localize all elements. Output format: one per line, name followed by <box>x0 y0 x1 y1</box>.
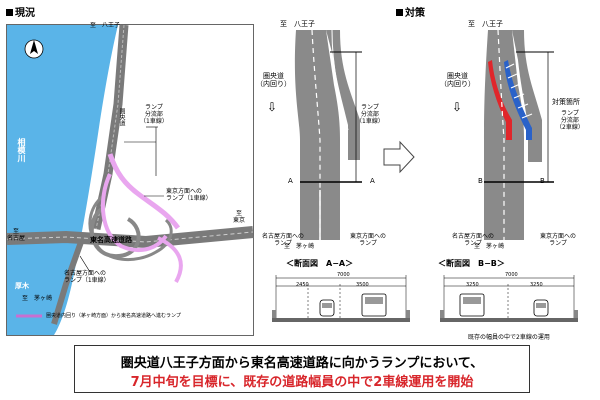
right-label-nagoya-ramp: 名古屋方面への ランプ <box>452 233 495 247</box>
right-label-tokyo-ramp: 東京方面への ランプ <box>540 233 577 247</box>
right-label-hachioji: 至 八王子 <box>468 20 503 28</box>
mid-label-a-left: A <box>288 177 293 185</box>
right-label-b-right: B <box>540 177 545 185</box>
section-a-width-a: 2450 <box>296 282 309 288</box>
mid-label-hachioji: 至 八王子 <box>280 20 315 28</box>
section-b-caption: 既存の幅員の中で2車線の運用 <box>468 334 550 341</box>
map-legend-text: 圏央道内回り（茅ヶ崎方面）から東名高速道路へ進むランプ <box>46 313 181 319</box>
right-down-arrow-icon: ⇩ <box>452 100 463 114</box>
diagram-current-plan <box>294 30 362 240</box>
section-b-width-total: 7000 <box>505 272 518 278</box>
summary-line-1: 圏央道八王子方面から東名高速道路に向かうランプにおいて、 <box>120 356 484 371</box>
section-title-a: ＜断面図 A−A＞ <box>286 259 354 268</box>
map-label-tokyo-ramp: 東京方面への ランプ（1車線） <box>166 188 212 202</box>
measure-marking <box>488 60 533 140</box>
section-a-width-total: 7000 <box>337 272 350 278</box>
mid-label-tokyo-ramp: 東京方面への ランプ <box>350 233 387 247</box>
mid-label-ramp: ランプ 分流部 （1車線） <box>356 104 384 125</box>
map-label-to-nagoya: 至 名古屋 <box>7 228 26 242</box>
road-main-current <box>294 30 340 240</box>
section-title-b: ＜断面図 B−B＞ <box>438 259 505 268</box>
section-b-width-a: 3250 <box>466 282 479 288</box>
mid-label-ken-o-do: 圏央道 （内回り） <box>256 72 291 88</box>
vehicle-icon <box>319 299 335 317</box>
right-label-ken-o-do: 圏央道 （内回り） <box>440 72 475 88</box>
section-a-width-b: 3500 <box>356 282 369 288</box>
section-title-current: 現況 <box>6 4 35 19</box>
river-area <box>7 25 118 335</box>
map-label-chigasaki: 至 茅ヶ崎 <box>22 295 53 302</box>
map-label-ken-o-do: 圏央道 <box>118 108 125 126</box>
mid-down-arrow-icon: ⇩ <box>267 100 278 114</box>
map-label-nagoya-ramp: 名古屋方面への ランプ（1車線） <box>64 270 110 284</box>
north-arrow-icon <box>30 40 38 54</box>
section-title-measure: 対策 <box>396 4 425 19</box>
map-label-tomei: 東名高速道路 <box>90 236 132 244</box>
right-label-taisaku: 対策箇所 <box>552 98 580 106</box>
section-b-width-b: 3250 <box>530 282 543 288</box>
diagram-measure-plan <box>484 30 554 240</box>
mid-label-a-right: A <box>370 177 375 185</box>
highlighted-ramp <box>107 153 181 230</box>
map-label-atsugi: 厚木 <box>15 282 29 290</box>
map-label-ramp-bunryu: ランプ 分流部 （1車線） <box>140 104 168 125</box>
summary-line-2: 7月中旬を目標に、既存の道路幅員の中で2車線運用を開始 <box>130 375 474 390</box>
location-map <box>6 24 254 336</box>
mid-label-chigasaki: 至 茅ヶ崎 <box>284 243 315 250</box>
map-label-hachioji: 至 八王子 <box>90 22 121 29</box>
summary-banner: 圏央道八王子方面から東名高速道路に向かうランプにおいて、 7月中旬を目標に、既存… <box>74 345 530 393</box>
right-label-ramp: ランプ 分流部 （2車線） <box>556 110 584 131</box>
map-label-sagamigawa: 相模川 <box>17 138 26 162</box>
transition-arrow-icon <box>383 140 415 174</box>
right-label-chigasaki: 至 茅ヶ崎 <box>474 243 505 250</box>
cross-section-b <box>440 275 578 322</box>
cross-section-a <box>272 275 410 322</box>
mid-label-nagoya-ramp: 名古屋方面への ランプ <box>262 233 305 247</box>
right-label-b-left: B <box>478 177 483 185</box>
map-label-to-tokyo: 至 東京 <box>233 210 246 224</box>
